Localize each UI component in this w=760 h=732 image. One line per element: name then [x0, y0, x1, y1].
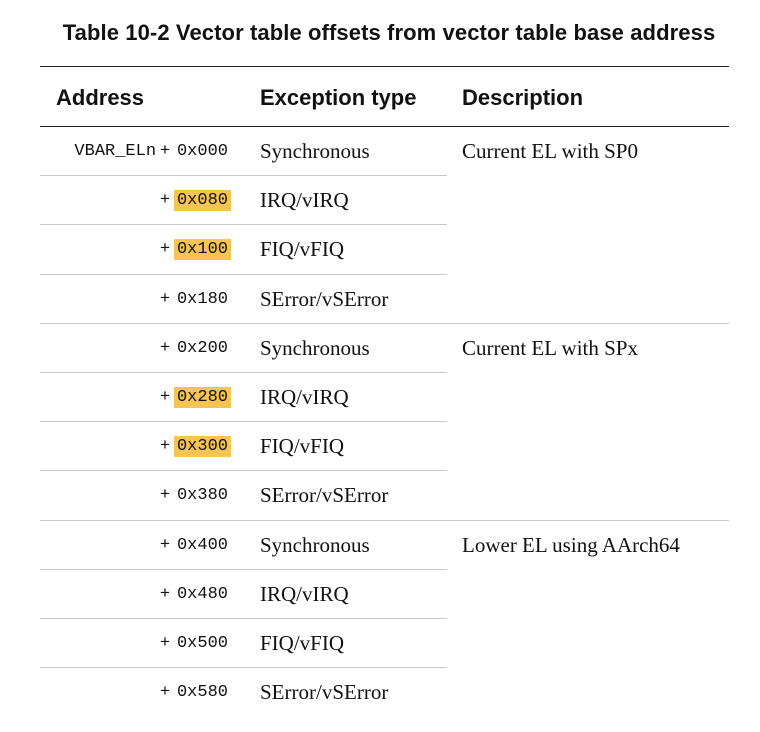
table-row: +0x100 FIQ/vFIQ: [40, 225, 729, 275]
address-offset: 0x480: [176, 584, 228, 604]
exception-type-cell: SError/vSError: [260, 483, 389, 508]
exception-type-cell: Synchronous: [260, 139, 370, 163]
address-cell: +0x500: [160, 632, 231, 653]
group-divider: [40, 322, 729, 324]
row-divider: [40, 667, 447, 669]
plus-sign: +: [160, 681, 170, 701]
table-row: +0x380 SError/vSError: [40, 471, 729, 521]
plus-sign: +: [160, 435, 170, 455]
plus-sign: +: [160, 287, 170, 307]
header-exception-type: Exception type: [260, 85, 417, 110]
exception-type-cell: FIQ/vFIQ: [260, 630, 345, 655]
address-offset: 0x500: [176, 633, 228, 653]
description-cell: Current EL with SPx: [462, 335, 638, 360]
address-offset-highlighted: 0x080: [173, 190, 231, 212]
address-offset: 0x200: [176, 338, 228, 358]
plus-sign: +: [160, 189, 170, 209]
table-row: +0x200 Synchronous Current EL with SPx: [40, 324, 729, 373]
address-offset-highlighted: 0x280: [173, 386, 231, 408]
address-offset: 0x400: [176, 535, 228, 555]
table-row: +0x080 IRQ/vIRQ: [40, 176, 729, 226]
table-header: Address Exception type Description: [40, 67, 729, 126]
table-body: VBAR_ELn+0x000 Synchronous Current EL wi…: [40, 127, 729, 717]
address-cell: +0x300: [160, 435, 231, 458]
address-cell: +0x380: [160, 484, 231, 505]
header-description: Description: [462, 85, 584, 110]
address-offset: 0x000: [176, 142, 228, 161]
exception-type-cell: IRQ/vIRQ: [260, 188, 349, 213]
table-top-rule: [40, 66, 729, 67]
address-cell: +0x180: [160, 288, 231, 309]
plus-sign: +: [160, 385, 170, 405]
description-cell: Current EL with SP0: [462, 139, 638, 163]
address-offset-highlighted: 0x300: [173, 436, 231, 458]
table-row: +0x280 IRQ/vIRQ: [40, 373, 729, 423]
address-base: VBAR_ELn: [74, 142, 157, 161]
address-offset: 0x580: [176, 683, 228, 703]
row-divider: [40, 371, 447, 373]
row-divider: [40, 273, 447, 275]
exception-type-cell: FIQ/vFIQ: [260, 237, 345, 262]
address-cell: +0x400: [160, 534, 231, 555]
header-address: Address: [56, 85, 145, 110]
row-divider: [40, 568, 447, 570]
address-cell: +0x580: [160, 681, 231, 702]
plus-sign: +: [160, 238, 170, 258]
exception-type-cell: SError/vSError: [260, 680, 389, 705]
exception-type-cell: IRQ/vIRQ: [260, 581, 349, 606]
address-cell: +0x480: [160, 583, 231, 604]
plus-sign: +: [160, 582, 170, 602]
exception-type-cell: Synchronous: [260, 532, 370, 557]
table-row: +0x580 SError/vSError: [40, 668, 729, 717]
table-row: VBAR_ELn+0x000 Synchronous Current EL wi…: [40, 127, 729, 177]
table-title: Table 10-2 Vector table offsets from vec…: [62, 20, 716, 45]
header-rule: [40, 126, 729, 127]
row-divider: [40, 617, 447, 619]
plus-sign: +: [160, 484, 170, 504]
plus-sign: +: [160, 336, 170, 356]
address-cell: +0x080: [160, 189, 231, 212]
row-divider: [40, 224, 447, 226]
address-cell: VBAR_ELn+0x000: [74, 140, 231, 161]
plus-sign: +: [160, 631, 170, 651]
address-cell: +0x280: [160, 385, 231, 408]
table-row: +0x300 FIQ/vFIQ: [40, 422, 729, 472]
exception-type-cell: IRQ/vIRQ: [260, 384, 349, 409]
table-row: +0x500 FIQ/vFIQ: [40, 619, 729, 669]
address-offset: 0x380: [176, 486, 228, 506]
row-divider: [40, 470, 447, 472]
plus-sign: +: [160, 140, 170, 159]
exception-type-cell: SError/vSError: [260, 286, 389, 311]
address-offset-highlighted: 0x100: [173, 239, 231, 261]
plus-sign: +: [160, 533, 170, 553]
address-cell: +0x200: [160, 337, 231, 358]
exception-type-cell: Synchronous: [260, 335, 370, 360]
table-row: +0x480 IRQ/vIRQ: [40, 570, 729, 619]
table-row: +0x180 SError/vSError: [40, 275, 729, 324]
row-divider: [40, 175, 447, 177]
description-cell: Lower EL using AArch64: [462, 532, 680, 557]
row-divider: [40, 421, 447, 423]
address-cell: +0x100: [160, 238, 231, 261]
address-offset: 0x180: [176, 289, 228, 309]
group-divider: [40, 519, 729, 521]
exception-type-cell: FIQ/vFIQ: [260, 434, 345, 459]
table-row: +0x400 Synchronous Lower EL using AArch6…: [40, 521, 729, 570]
